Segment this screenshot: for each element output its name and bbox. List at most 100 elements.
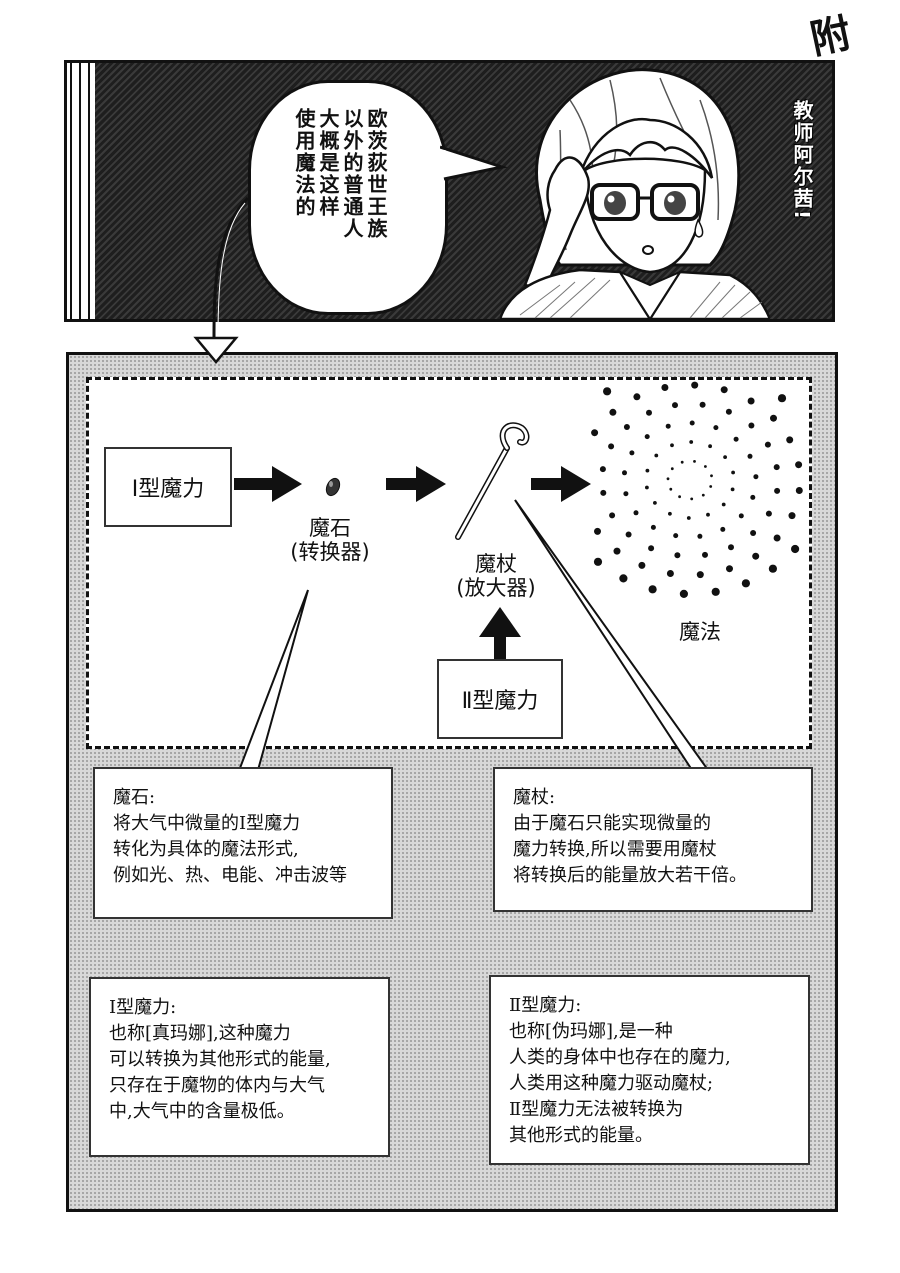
sparkle-dot [686, 516, 691, 520]
character-illustration [500, 68, 770, 319]
arrow-icon [531, 466, 591, 502]
sparkle-dot [773, 464, 780, 471]
sparkle-dot [633, 393, 641, 401]
sparkle-dot [747, 397, 755, 405]
sparkle-dot [723, 455, 727, 459]
panel-link-arrow [212, 196, 250, 339]
sparkle-dot [670, 467, 674, 471]
sparkle-dot [661, 384, 669, 391]
magic-stone-icon [325, 477, 341, 497]
sparkle-dot [619, 574, 628, 583]
sparkle-dot [750, 494, 756, 500]
sparkle-dot [609, 408, 617, 416]
sparkle-dot [666, 570, 674, 577]
sparkle-dot [795, 461, 803, 469]
sparkle-dot [600, 489, 607, 496]
sparkle-dot [711, 587, 720, 596]
sparkle-dot [786, 436, 794, 444]
type1-mana-note: Ⅰ型魔力: 也称[真玛娜],这种魔力 可以转换为其他形式的能量, 只存在于魔物的… [89, 977, 390, 1157]
sparkle-dot [603, 387, 612, 396]
sparkle-dot [731, 470, 735, 475]
sparkle-dot [702, 551, 708, 558]
speech-bubble-text: 欧茨荻世王族 以外的普通人 大概是这样 使用魔法的 [292, 108, 388, 288]
sparkle-dot [622, 470, 627, 476]
sparkle-dot [691, 381, 699, 389]
sparkle-dot [644, 434, 650, 440]
sparkle-dot [646, 409, 652, 416]
speech-bubble-tail [440, 145, 508, 181]
arrow-icon [386, 466, 446, 502]
bubble-line-4: 使用魔法的 [292, 108, 316, 218]
magic-stone-caption: 魔石 (转换器) [270, 516, 390, 564]
sparkle-dot [625, 531, 632, 538]
sparkle-dot [673, 533, 679, 539]
bubble-line-3: 大概是这样 [316, 108, 340, 218]
sparkle-dot [704, 465, 707, 468]
speech-bubble [248, 80, 448, 315]
arrow-icon [234, 466, 302, 502]
sparkle-dot [633, 510, 639, 516]
sparkle-dot [733, 436, 739, 442]
sparkle-dot [720, 526, 726, 532]
sparkle-dot [689, 420, 695, 426]
magic-stone-note: 魔石: 将大气中微量的Ⅰ型魔力 转化为具体的魔法形式, 例如光、热、电能、冲击波… [93, 767, 393, 919]
magic-burst-icon [591, 381, 803, 599]
sparkle-dot [720, 386, 728, 394]
sparkle-dot [730, 487, 735, 492]
sparkle-dot [697, 533, 703, 539]
sparkle-dot [765, 510, 772, 517]
sparkle-dot [701, 493, 705, 497]
sparkle-dot [609, 512, 616, 519]
sparkle-dot [764, 441, 771, 448]
sparkle-dot [629, 450, 635, 456]
sparkle-dot [593, 557, 603, 566]
type1-mana-box: Ⅰ型魔力 [104, 447, 232, 527]
sparkle-dot [650, 524, 656, 530]
bubble-line-1: 欧茨荻世王族 [364, 108, 388, 240]
sparkle-dot [613, 547, 621, 555]
type2-mana-note: Ⅱ型魔力: 也称[伪玛娜],是一种 人类的身体中也存在的魔力, 人类用这种魔力驱… [489, 975, 810, 1165]
sparkle-dot [674, 552, 681, 559]
magic-staff-icon [455, 422, 530, 540]
sparkle-dot [752, 552, 760, 560]
sparkle-dot [708, 444, 712, 449]
sparkle-dot [748, 422, 755, 429]
magic-staff-caption: 魔杖 (放大器) [436, 552, 556, 600]
sparkle-dot [648, 545, 655, 552]
panel-link-arrowhead [193, 336, 239, 364]
sparkle-dot [706, 512, 710, 517]
sparkle-dot [594, 527, 601, 535]
magic-staff-label: 魔杖 [475, 552, 517, 576]
panel-stripes [67, 63, 95, 319]
sparkle-dot [678, 495, 681, 499]
sparkle-dot [672, 402, 678, 409]
sparkle-dot [709, 485, 713, 488]
type2-mana-box: Ⅱ型魔力 [437, 659, 563, 739]
sparkle-dot [713, 425, 719, 431]
magic-stone-sub: (转换器) [290, 540, 370, 564]
panel-link-arrow-inner [217, 202, 246, 339]
sparkle-dot [773, 534, 781, 542]
sparkle-dot [623, 491, 629, 497]
stone-note-pointer [239, 589, 309, 771]
sparkle-dot [608, 443, 615, 450]
bubble-line-2: 以外的普通人 [340, 108, 364, 240]
sparkle-dot [638, 561, 646, 569]
side-label: 教师阿尔茜! [790, 100, 814, 222]
magic-staff-note: 魔杖: 由于魔石只能实现微量的 魔力转换,所以需要用魔杖 将转换后的能量放大若干… [493, 767, 813, 912]
sparkle-dot [795, 487, 803, 494]
sparkle-dot [728, 544, 734, 551]
sparkle-dot [710, 474, 713, 478]
sparkle-dot [741, 579, 751, 588]
sparkle-dot [768, 564, 778, 573]
sparkle-dot [648, 585, 657, 594]
sparkle-dot [725, 408, 732, 415]
sparkle-dot [668, 511, 672, 516]
sparkle-dot [654, 453, 659, 458]
sparkle-dot [669, 487, 673, 491]
sparkle-dot [689, 440, 694, 444]
sparkle-dot [665, 423, 671, 429]
sparkle-dot [791, 544, 800, 554]
sparkle-dot [788, 512, 796, 520]
